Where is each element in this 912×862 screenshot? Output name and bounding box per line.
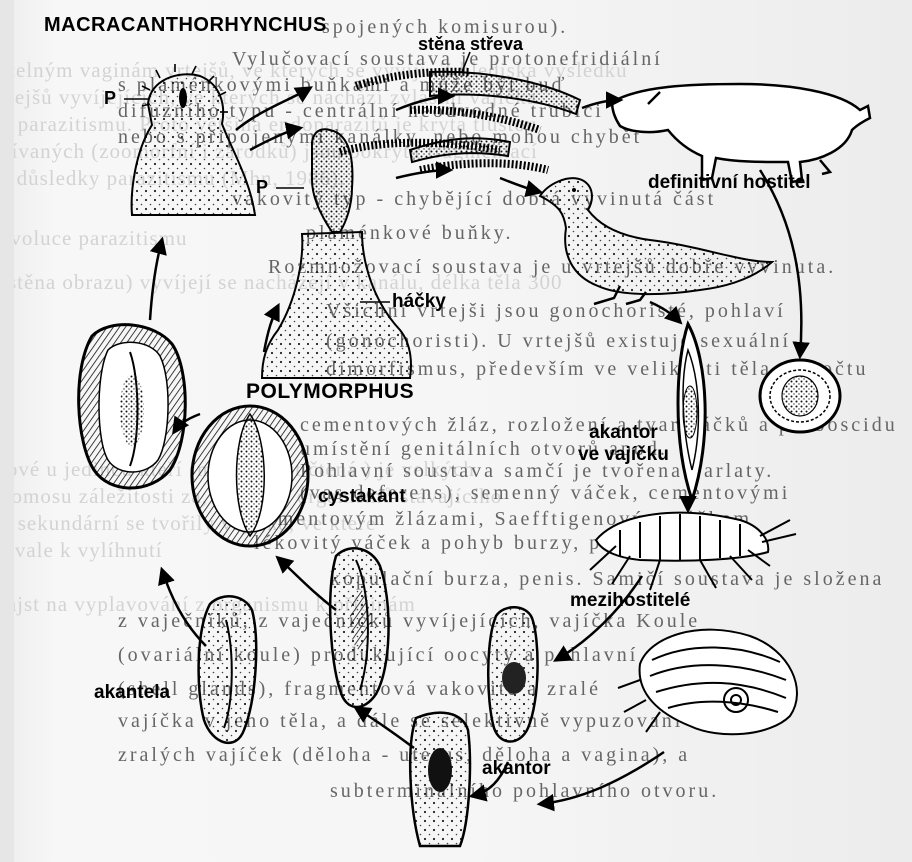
acanthor-in-egg-label-line1: akantor: [578, 422, 669, 444]
egg-acanthor-drawing: [678, 324, 705, 500]
cystacanth-label: cystakant: [318, 486, 406, 508]
isopod-drawing: [618, 630, 797, 735]
acanthor-early-drawing: [488, 607, 537, 741]
page-edge-left: [0, 0, 14, 862]
acanthor-in-egg-label: akantor ve vajíčku: [578, 422, 669, 466]
acanthor-label: akantor: [482, 758, 551, 780]
gut-wall-drawing: [340, 72, 580, 170]
gut-wall-label: stěna střeva: [418, 34, 523, 55]
acanthor-in-egg-label-line2: ve vajíčku: [578, 444, 669, 466]
macracanthorhynchus-adult-drawing: [132, 64, 255, 215]
page-edge-right: [898, 0, 912, 862]
acanthella-drawing: [199, 596, 257, 743]
intermediate-hosts-label: mezihostitelé: [570, 590, 690, 612]
acanthella-stage-drawing: [330, 548, 388, 707]
amphipod-drawing: [590, 513, 796, 590]
genus-label-macracanthorhynchus: MACRACANTHORHYNCHUS: [44, 14, 327, 37]
genus-label-polymorphus: POLYMORPHUS: [246, 380, 414, 404]
cystacanth-drawing: [192, 406, 308, 546]
proboscis-label: P: [104, 88, 116, 109]
cystacanth-large-drawing: [79, 325, 186, 488]
proboscis-label: P: [256, 177, 268, 198]
polymorphus-adult-drawing: [262, 129, 411, 378]
acanthella-label: akantela: [94, 682, 170, 704]
egg-drawing: [760, 360, 840, 432]
hooks-label: háčky: [392, 291, 446, 313]
duck-drawing: [540, 178, 772, 304]
definitive-host-label: definitivní hostitel: [648, 172, 811, 194]
acanthor-drawing: [410, 713, 470, 846]
pig-drawing: [612, 84, 870, 182]
